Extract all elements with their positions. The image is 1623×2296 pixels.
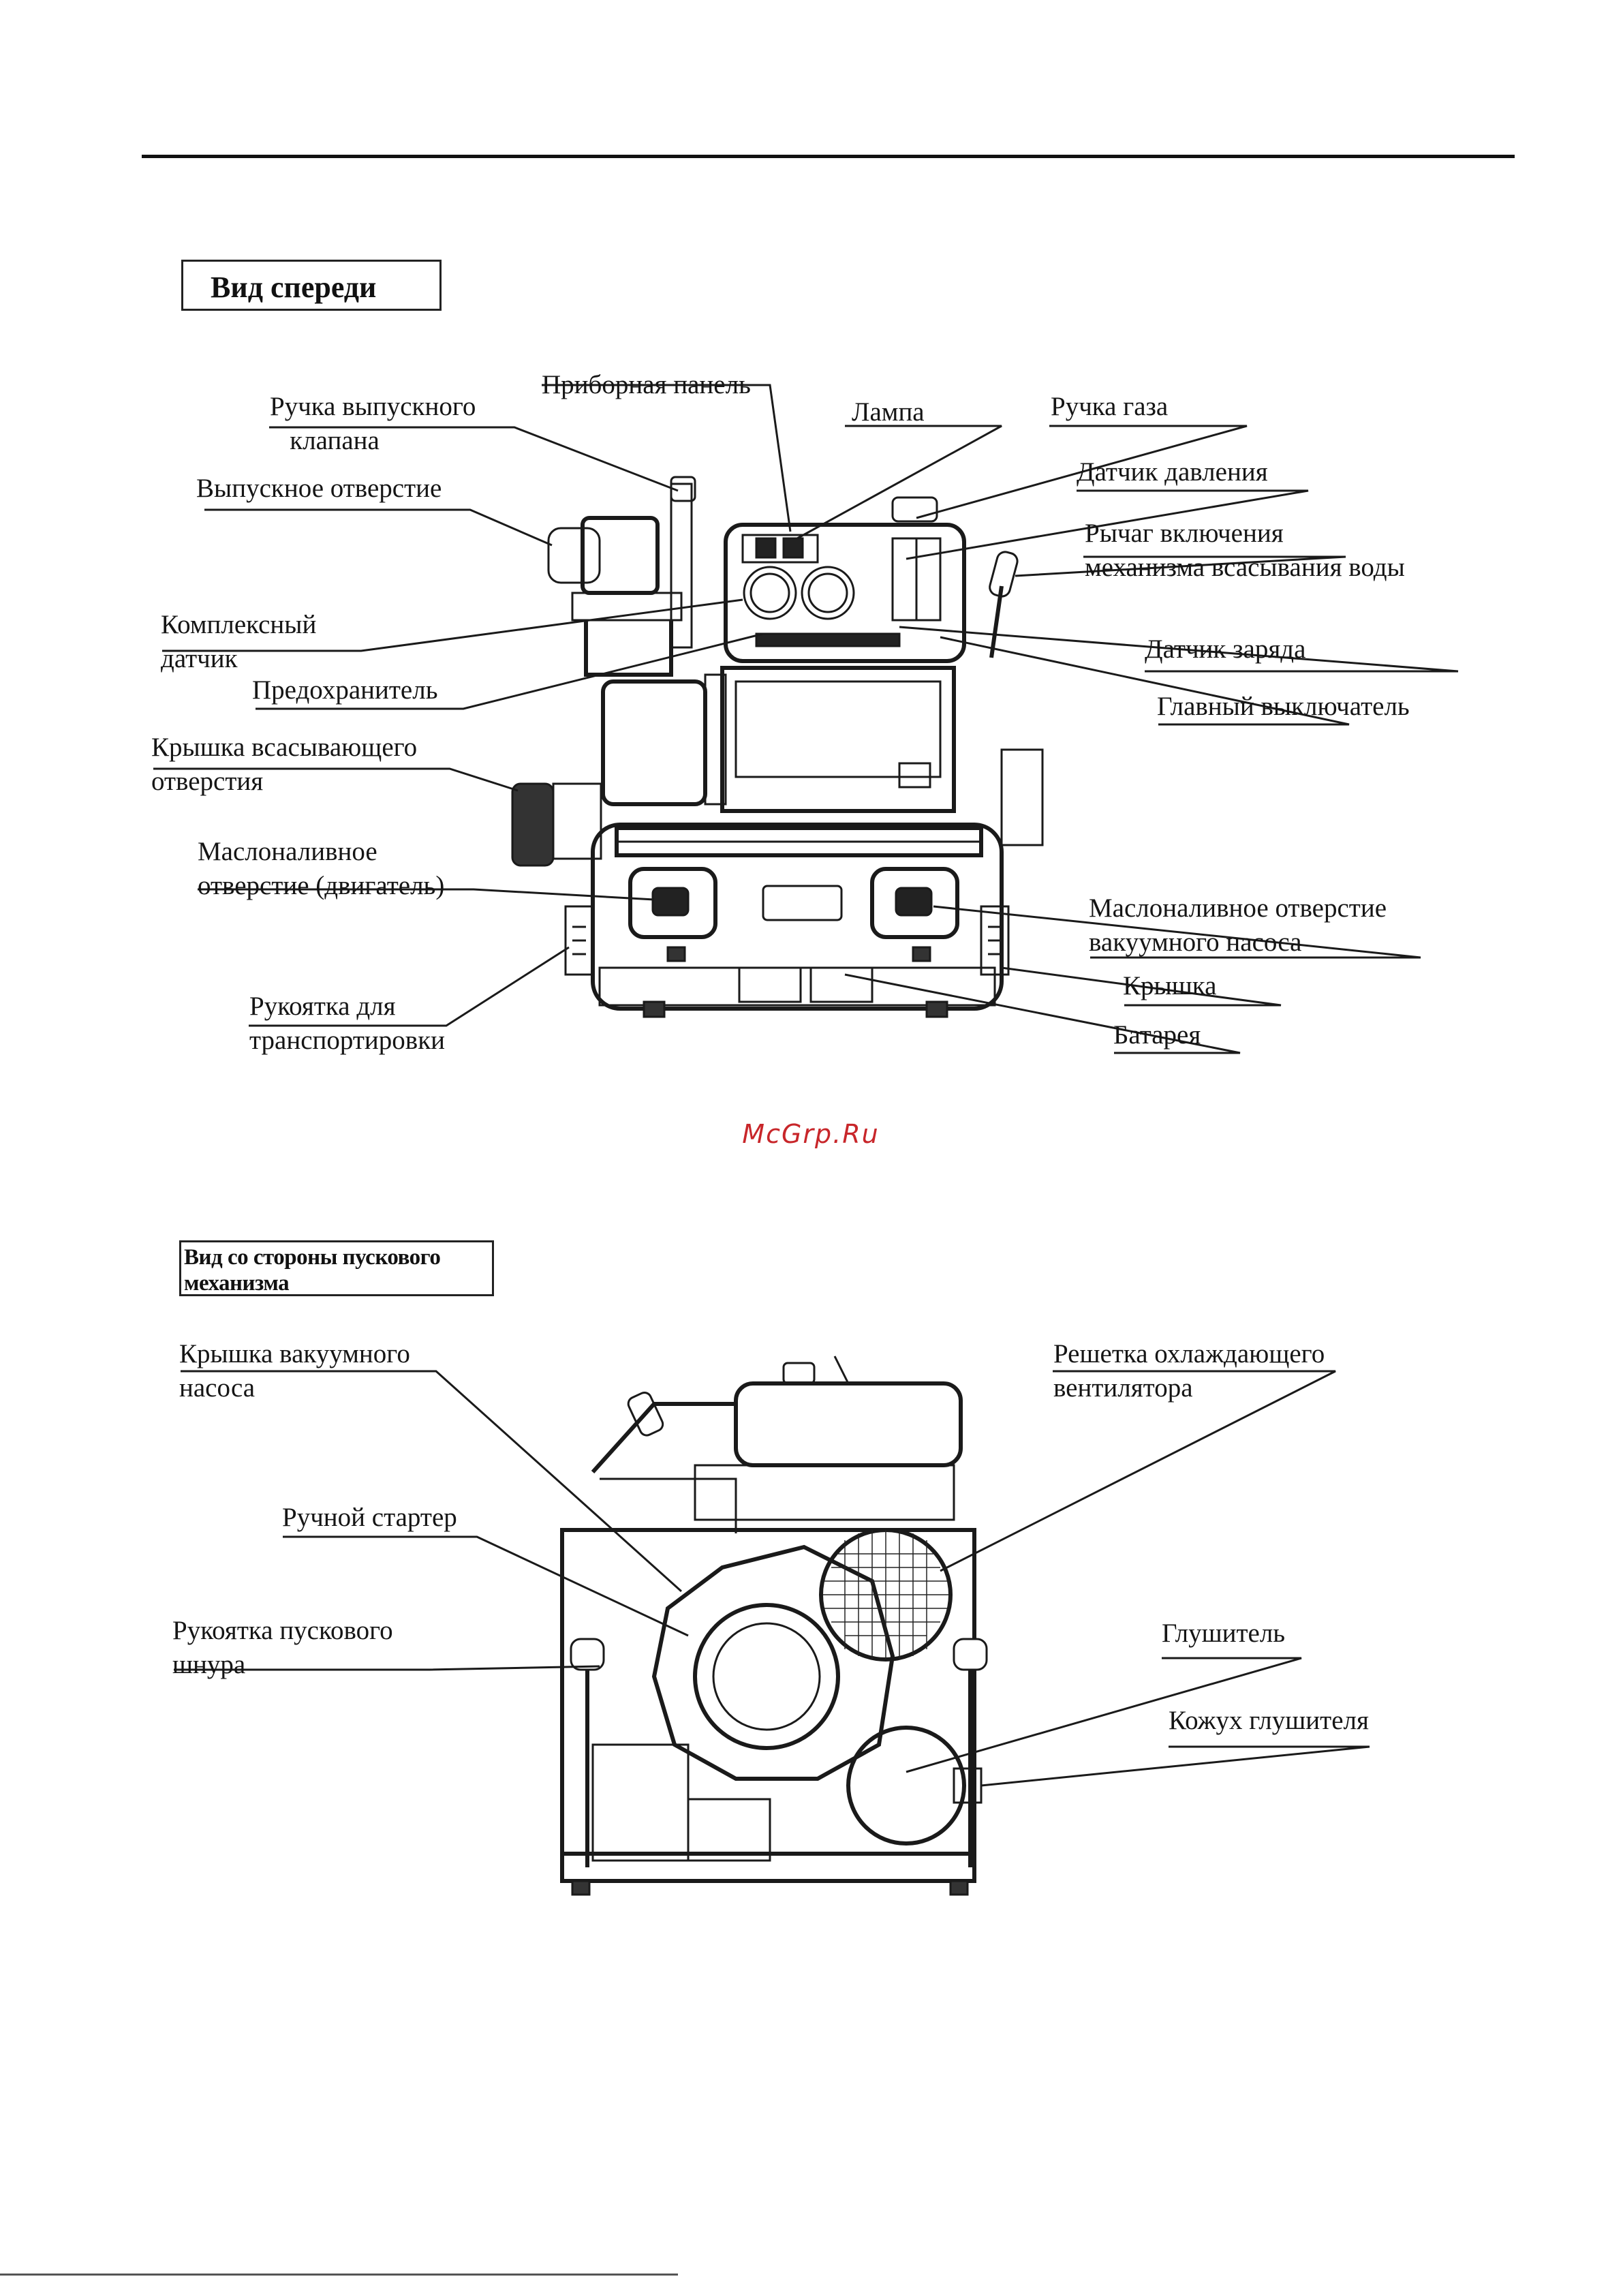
starter-view-title-text: Вид со стороны пускового механизма xyxy=(184,1245,441,1296)
label-vacuum-oil-filler: Маслоналивное отверстие вакуумного насос… xyxy=(1089,893,1387,957)
label-compound-gauge: Комплексный датчик xyxy=(161,610,317,673)
front-leader-lines xyxy=(153,384,1459,1054)
starter-leader-lines xyxy=(174,1370,1370,1787)
label-outlet-valve-handle: Ручка выпускного клапана xyxy=(270,392,476,455)
label-suction-cap: Крышка всасывающего отверстия xyxy=(151,733,418,796)
top-rule xyxy=(142,155,1515,158)
label-recoil-starter: Ручной стартер xyxy=(282,1503,457,1532)
label-pressure-gauge: Датчик давления xyxy=(1077,457,1268,487)
label-muffler-cover: Кожух глушителя xyxy=(1169,1706,1369,1735)
label-engine-oil-filler: Маслоналивное отверстие (двигатель) xyxy=(198,837,445,900)
label-instrument-panel: Приборная панель xyxy=(542,370,751,399)
watermark: McGrp.Ru xyxy=(742,1119,880,1149)
starter-pump-drawing xyxy=(560,1356,988,1896)
label-charge-sensor: Датчик заряда xyxy=(1145,634,1306,664)
label-lamp: Лампа xyxy=(852,397,925,427)
footer-rule xyxy=(0,2274,678,2276)
starter-view-title: Вид со стороны пускового механизма xyxy=(179,1240,494,1296)
label-fan-grille: Решетка охлаждающего вентилятора xyxy=(1053,1339,1325,1403)
label-starter-grip: Рукоятка пускового шнура xyxy=(172,1616,393,1679)
label-outlet: Выпускное отверстие xyxy=(196,474,442,503)
label-carry-handle: Рукоятка для транспортировки xyxy=(249,992,446,1055)
label-muffler: Глушитель xyxy=(1162,1619,1286,1648)
front-view-title: Вид спереди xyxy=(181,260,442,311)
label-main-switch: Главный выключатель xyxy=(1157,692,1410,721)
label-throttle-knob: Ручка газа xyxy=(1051,392,1169,421)
label-cover: Крышка xyxy=(1123,971,1217,1000)
front-pump-drawing xyxy=(511,476,1044,1018)
label-vacuum-pump-cover: Крышка вакуумного насоса xyxy=(179,1339,410,1403)
label-battery: Батарея xyxy=(1113,1020,1201,1050)
label-fuse: Предохранитель xyxy=(252,675,438,705)
label-suction-lever: Рычаг включения механизма всасывания вод… xyxy=(1085,519,1405,582)
